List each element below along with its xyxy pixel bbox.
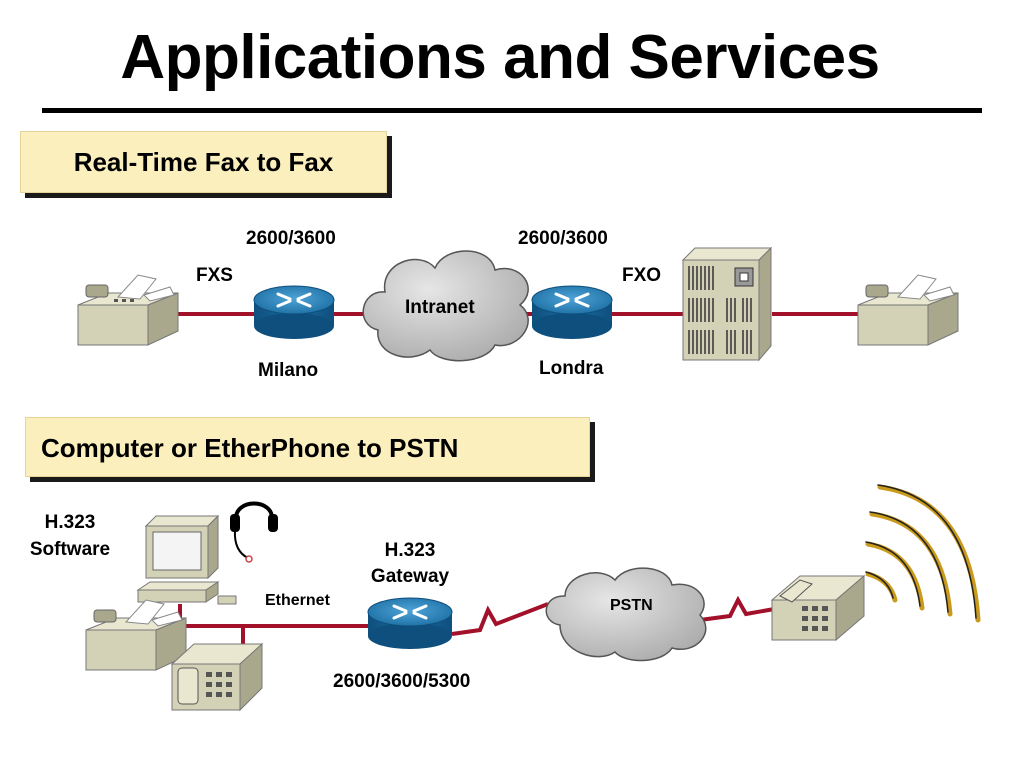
pbx-switch-icon	[681, 246, 773, 362]
pstn-cloud-icon	[545, 567, 707, 662]
gateway-label-line2: Gateway	[370, 566, 450, 587]
router-milano-icon	[253, 285, 335, 339]
fxs-label: FXS	[196, 265, 233, 286]
page-title: Applications and Services	[120, 23, 880, 92]
remote-phone-icon	[770, 574, 866, 642]
gateway-label-line1: H.323	[384, 540, 436, 561]
radio-waves-icon	[865, 484, 981, 623]
router-gateway-icon	[367, 597, 453, 649]
section2-heading: Computer or EtherPhone to PSTN	[25, 417, 590, 477]
ethernet-label: Ethernet	[265, 592, 330, 609]
software-label-line1: H.323	[44, 512, 96, 533]
router-milano-label: Milano	[258, 360, 319, 381]
router-londra-icon	[531, 285, 613, 339]
computer-icon	[136, 514, 237, 605]
fxo-label: FXO	[622, 265, 662, 286]
software-label-line2: Software	[29, 539, 111, 560]
fax-machine-left-icon	[77, 274, 179, 346]
intranet-label: Intranet	[405, 297, 475, 318]
gateway-model-label: 2600/3600/5300	[333, 671, 471, 692]
title-underline	[42, 108, 982, 113]
ether-phone-icon	[170, 642, 264, 712]
router-londra-model-label: 2600/3600	[518, 228, 608, 249]
router-milano-model-label: 2600/3600	[246, 228, 336, 249]
intranet-cloud-icon	[362, 250, 529, 362]
fax-machine-right-icon	[857, 274, 959, 346]
router-londra-label: Londra	[539, 358, 604, 379]
section1-heading: Real-Time Fax to Fax	[20, 131, 387, 193]
headset-icon	[230, 501, 278, 563]
pstn-label: PSTN	[610, 597, 653, 614]
fax-machine-section2-icon	[85, 599, 187, 671]
